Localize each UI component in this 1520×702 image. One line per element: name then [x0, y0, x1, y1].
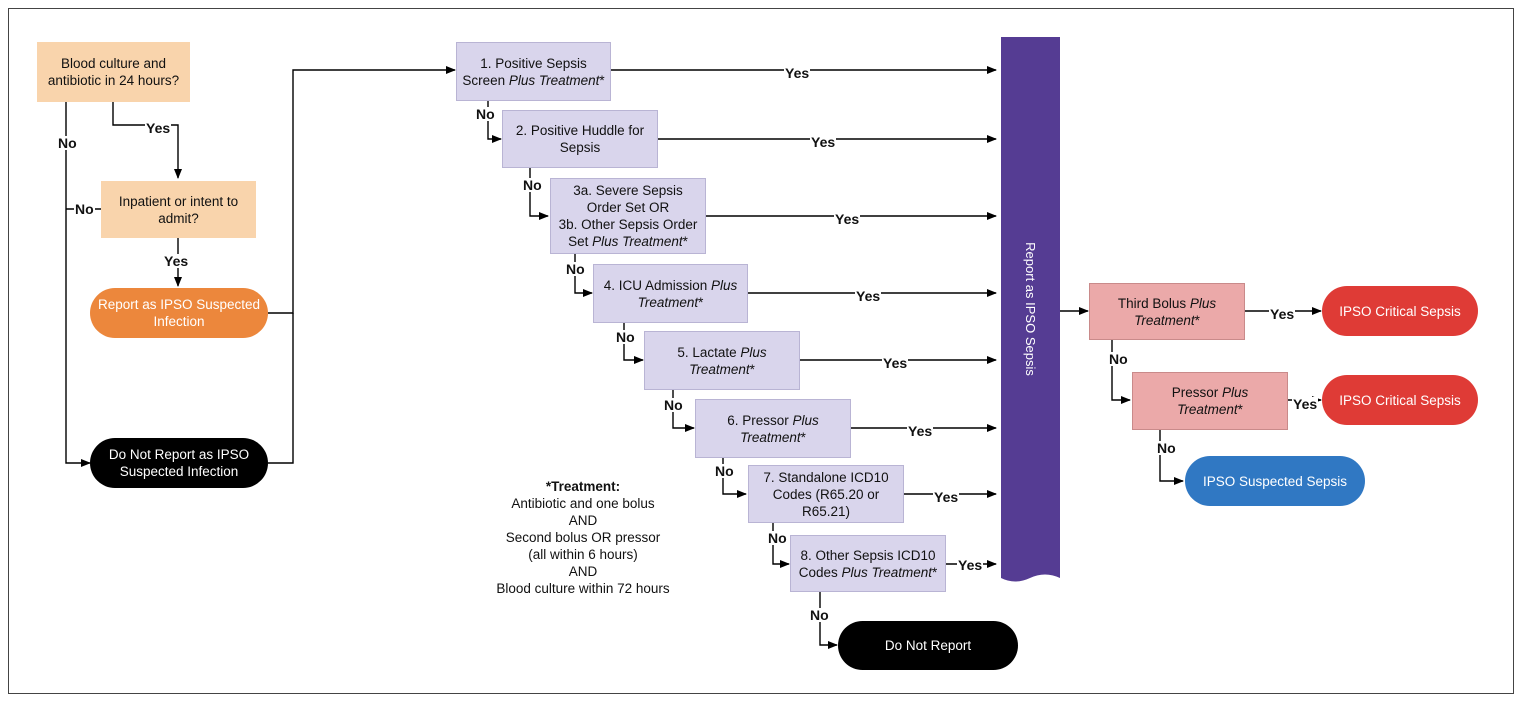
treatment-note: *Treatment: Antibiotic and one bolus AND…	[470, 478, 696, 597]
yes-label: Yes	[163, 253, 190, 269]
do-not-report: Do Not Report	[838, 621, 1018, 670]
no-label: No	[57, 135, 78, 151]
no-label: No	[475, 106, 496, 122]
pressor-step: Pressor Plus Treatment*	[1132, 372, 1288, 430]
treatment-line: Second bolus OR pressor	[505, 530, 661, 545]
treatment-line: (all within 6 hours)	[528, 547, 638, 562]
step-1-sepsis-screen: 1. Positive Sepsis Screen Plus Treatment…	[456, 42, 611, 101]
report-sepsis-bar	[1001, 37, 1060, 582]
step-8-other-icd10: 8. Other Sepsis ICD10 Codes Plus Treatme…	[790, 535, 946, 592]
ipso-critical-sepsis-2: IPSO Critical Sepsis	[1322, 375, 1478, 425]
diagram-frame	[8, 8, 1514, 694]
no-label: No	[714, 463, 735, 479]
no-connector-q1	[65, 102, 91, 467]
no-connector-third-bolus	[1111, 340, 1131, 404]
no-label: No	[1108, 351, 1129, 367]
no-label: No	[565, 261, 586, 277]
treatment-line: Antibiotic and one bolus	[511, 496, 655, 511]
no-label: No	[767, 530, 788, 546]
step-4-icu-admission: 4. ICU Admission Plus Treatment*	[593, 264, 748, 323]
do-not-report-suspected-infection: Do Not Report as IPSO Suspected Infectio…	[90, 438, 268, 488]
question-blood-culture: Blood culture and antibiotic in 24 hours…	[37, 42, 190, 102]
yes-label: Yes	[882, 355, 909, 371]
yes-label: Yes	[145, 120, 172, 136]
yes-label: Yes	[1269, 306, 1296, 322]
treatment-line: AND	[568, 564, 598, 579]
step-2-huddle: 2. Positive Huddle for Sepsis	[502, 110, 658, 168]
yes-label: Yes	[933, 489, 960, 505]
yes-label: Yes	[957, 557, 984, 573]
yes-label: Yes	[855, 288, 882, 304]
report-bar-label: Report as IPSO Sepsis	[1023, 242, 1039, 376]
yes-label: Yes	[1292, 396, 1319, 412]
step-7-standalone-icd10: 7. Standalone ICD10 Codes (R65.20 or R65…	[748, 465, 904, 523]
yes-label: Yes	[784, 65, 811, 81]
no-label: No	[663, 397, 684, 413]
question-inpatient: Inpatient or intent to admit?	[101, 181, 256, 238]
report-suspected-infection: Report as IPSO Suspected Infection	[90, 288, 268, 338]
third-bolus-step: Third Bolus Plus Treatment*	[1089, 283, 1245, 340]
ipso-suspected-sepsis: IPSO Suspected Sepsis	[1185, 456, 1365, 506]
yes-label: Yes	[810, 134, 837, 150]
treatment-line: Blood culture within 72 hours	[496, 581, 670, 596]
connector-report-to-step1	[268, 66, 456, 314]
yes-label: Yes	[907, 423, 934, 439]
yes-label: Yes	[834, 211, 861, 227]
connector-donotreport-to-step1	[268, 313, 294, 464]
treatment-line: AND	[568, 513, 598, 528]
no-label: No	[809, 607, 830, 623]
ipso-critical-sepsis-1: IPSO Critical Sepsis	[1322, 286, 1478, 336]
yes-connector-q1	[112, 102, 182, 179]
treatment-heading: *Treatment:	[545, 479, 621, 494]
no-label: No	[1156, 440, 1177, 456]
step-5-lactate: 5. Lactate Plus Treatment*	[644, 331, 800, 390]
no-label: No	[74, 201, 95, 217]
no-label: No	[522, 177, 543, 193]
no-label: No	[615, 329, 636, 345]
step-6-pressor: 6. Pressor Plus Treatment*	[695, 399, 851, 458]
